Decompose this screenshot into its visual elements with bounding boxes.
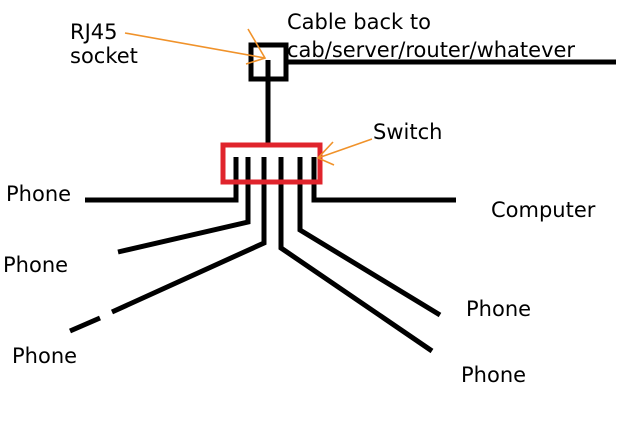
switch-label: Switch [373,120,443,144]
phone-label-4: Phone [466,297,532,321]
switch-box [220,142,323,185]
computer-label: Computer [491,198,596,222]
cable-label-line2: cab/server/router/whatever [287,38,576,62]
rj45-arrow [124,32,266,59]
cable-label-line1: Cable back to [287,10,431,34]
switch-arrowhead [316,141,335,166]
cable-label: Cable back to cab/server/router/whatever [287,8,575,64]
phone-label-2: Phone [3,253,69,277]
phone-label-3: Phone [12,344,78,368]
wire-phone-5 [278,157,434,354]
phone-label-1: Phone [6,182,72,206]
rj45-label-line1: RJ45 [70,20,118,44]
rj45-arrowhead [245,28,267,65]
wire-phone-1 [85,157,239,203]
wire-phone-3-end [69,315,101,334]
rj45-label-line2: socket [70,44,138,68]
wire-phone-3 [110,157,267,315]
phone-label-5: Phone [461,363,527,387]
rj45-label: RJ45 socket [70,20,138,68]
switch-arrow [317,138,373,159]
wire-computer [311,157,456,203]
wire-phone-2 [117,157,251,255]
